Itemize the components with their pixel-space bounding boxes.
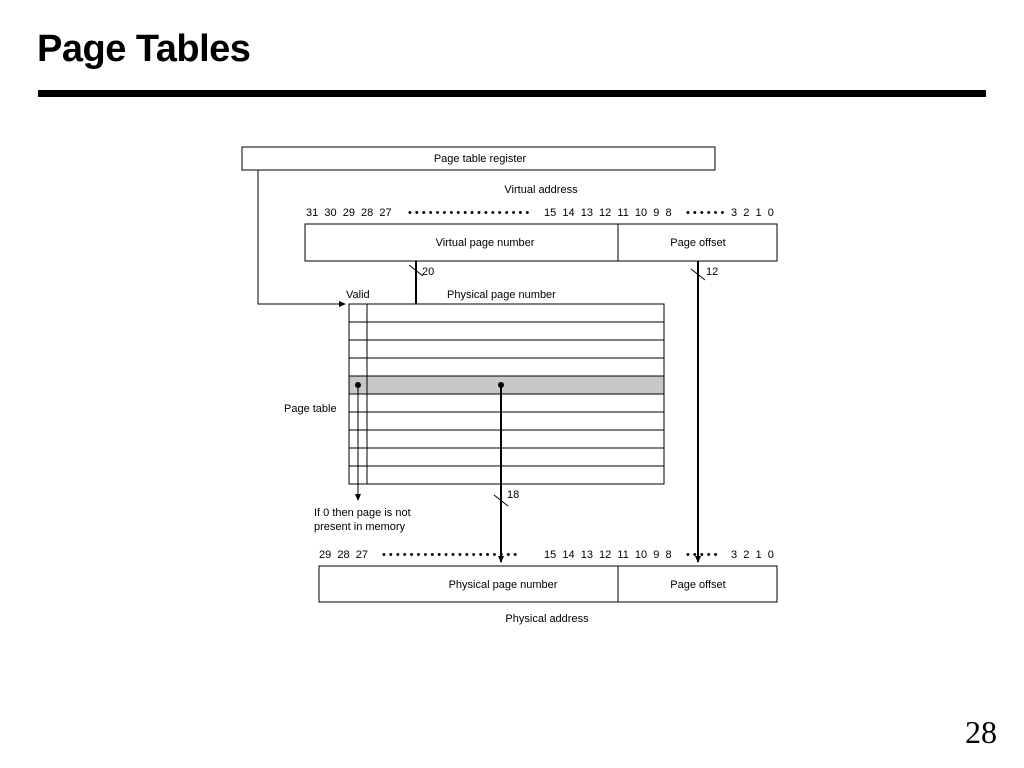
physical-bits-low: 3 2 1 0: [731, 549, 774, 561]
physical-page-number-label: Physical page number: [449, 579, 558, 591]
page-table-row: [348, 321, 665, 341]
offset-width-tick: [690, 268, 706, 281]
physical-bits-high: 29 28 27: [319, 549, 368, 561]
virtual-bits-dots-left: • • • • • • • • • • • • • • • • • •: [408, 207, 529, 219]
physical-bits-dots-right: • • • • •: [686, 549, 718, 561]
offset-width-label: 12: [706, 266, 718, 278]
virtual-bits-mid: 15 14 13 12 11 10 9 8: [544, 207, 672, 219]
ppn-width-tick: [493, 494, 509, 507]
page-table-row: [348, 303, 665, 323]
physical-bits-dots-left: • • • • • • • • • • • • • • • • • • • •: [382, 549, 517, 561]
page-table-rows: [348, 303, 665, 485]
virtual-bits-dots-right: • • • • • •: [686, 207, 725, 219]
page-table-row: [348, 411, 665, 431]
page-table-row: [348, 465, 665, 485]
virtual-address-caption: Virtual address: [504, 184, 578, 196]
page-table-row: [348, 393, 665, 413]
page-table-row: [348, 429, 665, 449]
physical-bits-mid: 15 14 13 12 11 10 9 8: [544, 549, 672, 561]
register-pointer-arrow: [257, 170, 346, 307]
slide-number: 28: [965, 714, 997, 750]
ppn-column-header: Physical page number: [447, 289, 556, 301]
virtual-page-offset-label: Page offset: [670, 237, 725, 249]
invalid-note-line-2: present in memory: [314, 521, 406, 533]
valid-column-header: Valid: [346, 289, 370, 301]
physical-address-caption: Physical address: [505, 613, 589, 625]
page-table-caption: Page table: [284, 403, 337, 415]
virtual-bits-low: 3 2 1 0: [731, 207, 774, 219]
page-table-register-box: [241, 146, 716, 171]
page-table-row: [348, 447, 665, 467]
vpn-width-label: 20: [422, 266, 434, 278]
ppn-width-label: 18: [507, 489, 519, 501]
virtual-bits-high: 31 30 29 28 27: [306, 207, 392, 219]
page-table-row: [348, 357, 665, 377]
physical-page-offset-label: Page offset: [670, 579, 725, 591]
title-rule: [38, 90, 986, 97]
virtual-page-number-label: Virtual page number: [436, 237, 535, 249]
vpn-width-tick: [408, 264, 424, 277]
page-table-selected-row: [348, 375, 665, 395]
invalid-note-line-1: If 0 then page is not: [314, 507, 411, 519]
physical-address-box: [318, 565, 778, 603]
virtual-address-box: [304, 223, 778, 262]
slide-title: Page Tables: [37, 28, 251, 70]
page-table-register-label: Page table register: [434, 153, 527, 165]
page-table-row: [348, 339, 665, 359]
